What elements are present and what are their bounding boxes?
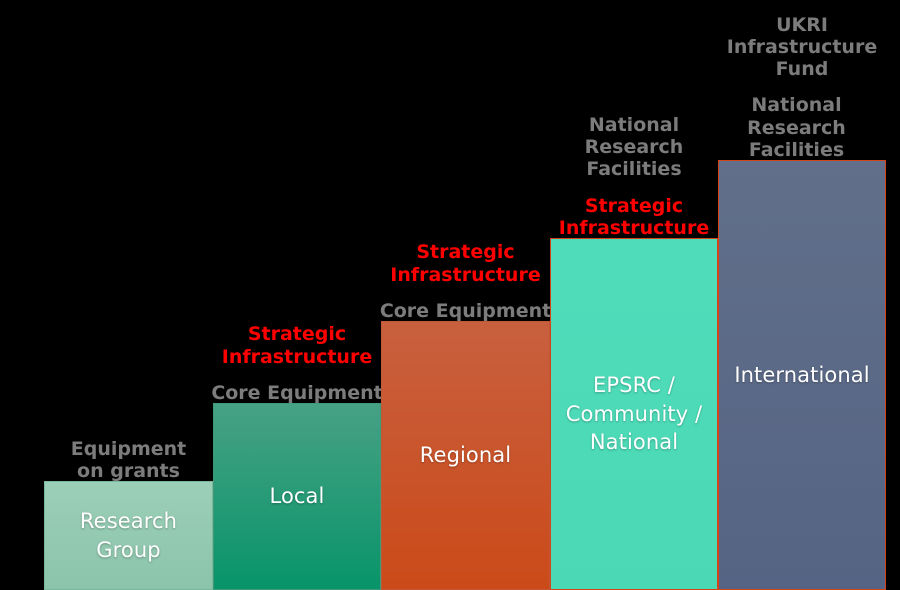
bar-research-group[interactable]: Equipment on grants Research Group: [44, 438, 213, 590]
bar-international[interactable]: UKRI Infrastructure Fund National Resear…: [718, 14, 886, 590]
bar-captions-regional: Strategic Infrastructure Core Equipment: [379, 22, 552, 322]
bar-label-local: Local: [269, 484, 325, 509]
bar-column-international: UKRI Infrastructure Fund National Resear…: [718, 0, 886, 590]
bar-column-local: Strategic Infrastructure Core Equipment …: [211, 0, 383, 590]
bar-column-epsrc-community-national: National Research Facilities Strategic I…: [550, 0, 718, 590]
caption-ukri-infrastructure-fund: UKRI Infrastructure Fund: [726, 13, 878, 81]
bar-epsrc-community-national[interactable]: National Research Facilities Strategic I…: [550, 114, 718, 590]
bar-column-regional: Strategic Infrastructure Core Equipment …: [380, 0, 551, 590]
bar-captions-local: Strategic Infrastructure Core Equipment: [211, 24, 383, 404]
caption-strategic-infrastructure: Strategic Infrastructure: [558, 194, 710, 239]
caption-core-equipment: Core Equipment: [379, 299, 552, 322]
bar-local[interactable]: Strategic Infrastructure Core Equipment …: [211, 323, 383, 590]
caption-national-research-facilities: National Research Facilities: [747, 94, 846, 161]
bar-label-regional: Regional: [419, 443, 512, 468]
bar-captions-epsrc-community-national: National Research Facilities Strategic I…: [551, 21, 717, 239]
bar-regional[interactable]: Strategic Infrastructure Core Equipment …: [380, 241, 551, 590]
caption-strategic-infrastructure: Strategic Infrastructure: [221, 323, 373, 368]
caption-strategic-infrastructure: Strategic Infrastructure: [390, 241, 541, 286]
caption-core-equipment: Core Equipment: [211, 381, 383, 404]
caption-equipment-on-grants: Equipment on grants: [70, 437, 187, 482]
bar-label-epsrc-community-national: EPSRC / Community / National: [565, 372, 703, 455]
bar-label-research-group: Research Group: [79, 508, 178, 562]
bar-label-international: International: [734, 362, 870, 387]
bar-column-research-group: Equipment on grants Research Group: [44, 0, 213, 590]
caption-national-research-facilities: National Research Facilities: [584, 113, 684, 181]
bar-captions-research-group: Equipment on grants: [45, 22, 212, 482]
bar-captions-international: UKRI Infrastructure Fund National Resear…: [719, 11, 885, 161]
